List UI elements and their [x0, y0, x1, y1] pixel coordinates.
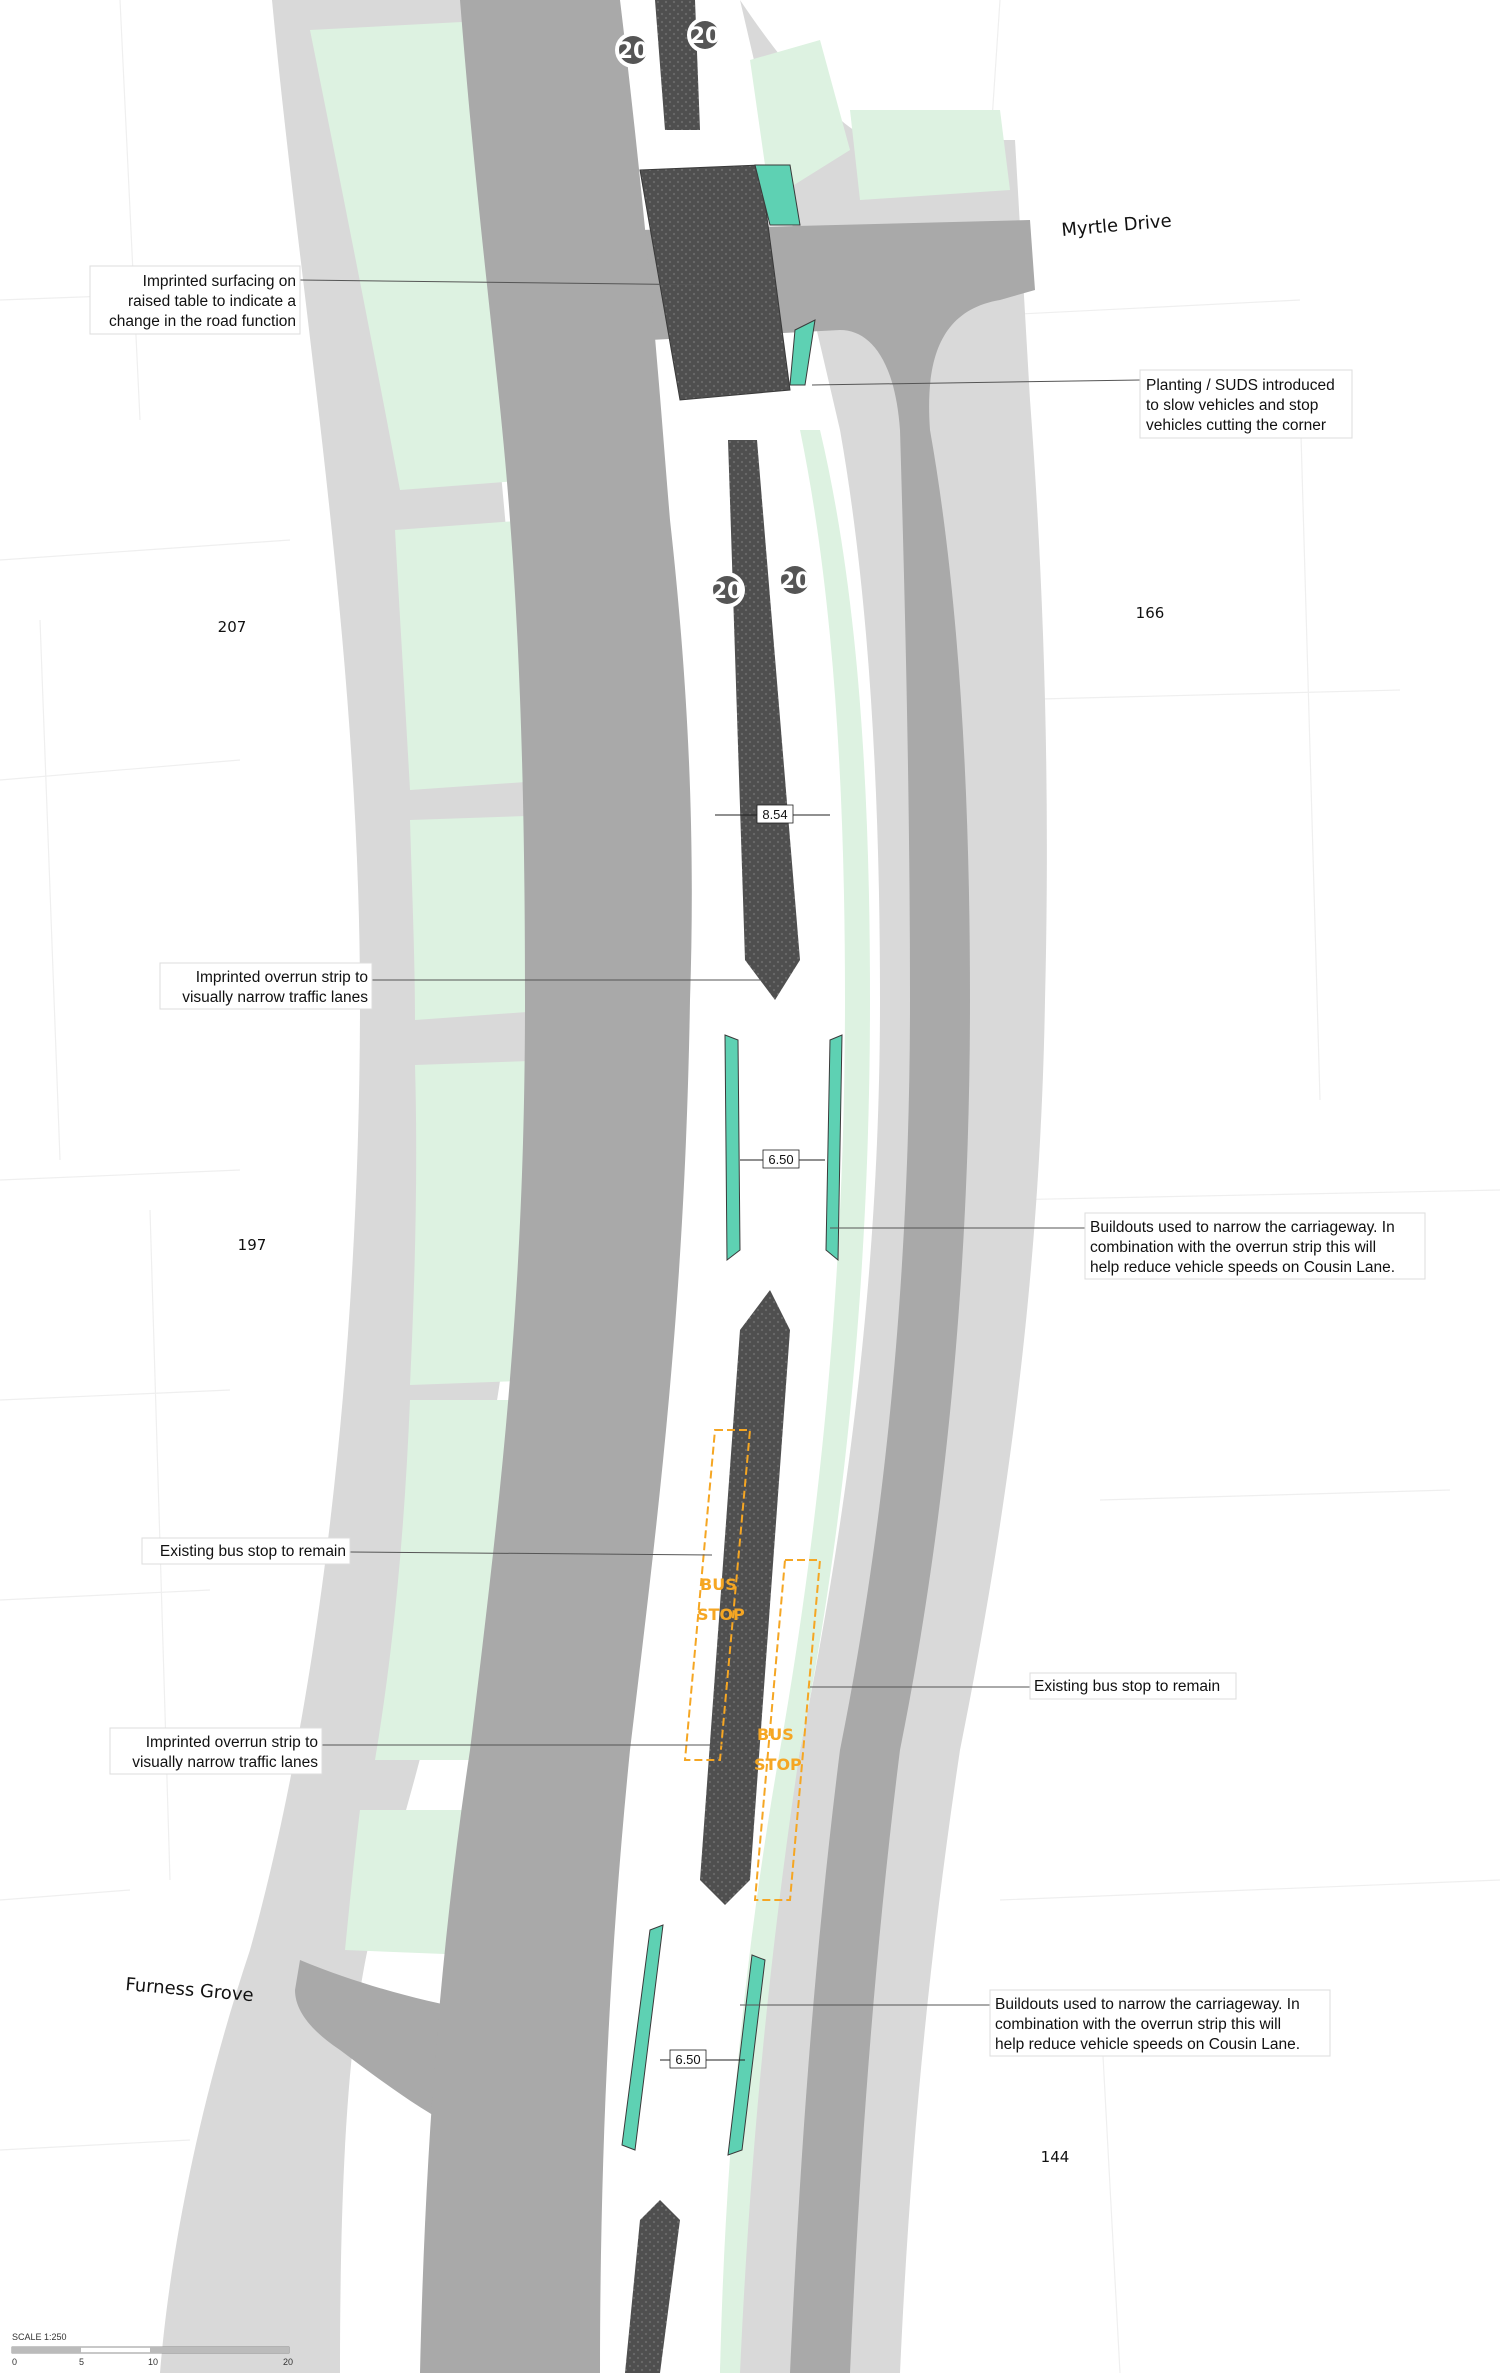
- svg-text:20: 20: [618, 39, 649, 64]
- dimension-label-2: 6.50: [740, 1149, 825, 1169]
- buildout-1-west: [724, 1034, 741, 1262]
- svg-text:20: 20: [712, 579, 743, 604]
- east-carriageway: [790, 430, 970, 2373]
- scale-bar: SCALE 1:250 0 5 10 20: [11, 2332, 293, 2367]
- svg-text:raised table to indicate a: raised table to indicate a: [128, 293, 296, 310]
- svg-text:0: 0: [12, 2357, 17, 2367]
- svg-text:5: 5: [79, 2357, 84, 2367]
- overrun-strip-3: [625, 2200, 680, 2373]
- svg-text:combination with the overrun s: combination with the overrun strip this …: [1090, 1239, 1376, 1256]
- speed-roundel-2: 20: [687, 17, 723, 53]
- buildout-2-west: [621, 1924, 664, 2151]
- svg-text:Planting / SUDS introduced: Planting / SUDS introduced: [1146, 377, 1335, 394]
- svg-text:20: 20: [283, 2357, 293, 2367]
- svg-text:Imprinted surfacing on: Imprinted surfacing on: [143, 273, 296, 290]
- svg-text:Imprinted overrun strip to: Imprinted overrun strip to: [196, 969, 368, 986]
- svg-text:20: 20: [690, 24, 721, 49]
- speed-roundel-4: 20: [777, 562, 813, 598]
- property-number-197: 197: [238, 1236, 267, 1254]
- svg-text:Existing bus stop to remain: Existing bus stop to remain: [1034, 1678, 1220, 1695]
- dimension-label-3: 6.50: [660, 2049, 745, 2069]
- bus-marking-2: STOP: [697, 1605, 745, 1624]
- property-number-144: 144: [1041, 2148, 1070, 2166]
- speed-roundel-1: 20: [615, 32, 651, 68]
- svg-text:6.50: 6.50: [768, 1152, 793, 1167]
- svg-text:vehicles cutting the corner: vehicles cutting the corner: [1146, 417, 1326, 434]
- speed-roundel-3: 20: [709, 572, 745, 608]
- svg-text:change in the road function: change in the road function: [109, 313, 296, 330]
- svg-text:Imprinted overrun strip to: Imprinted overrun strip to: [146, 1734, 318, 1751]
- bus-marking-4: STOP: [754, 1755, 802, 1774]
- road-name-myrtle-drive: Myrtle Drive: [1061, 210, 1173, 241]
- planting-suds-1: [754, 164, 801, 226]
- svg-text:8.54: 8.54: [762, 807, 787, 822]
- property-number-207: 207: [218, 618, 247, 636]
- annotation-leaders: [299, 279, 1141, 2006]
- svg-text:help reduce vehicle speeds on: help reduce vehicle speeds on Cousin Lan…: [1090, 1259, 1395, 1276]
- svg-text:help reduce vehicle speeds on: help reduce vehicle speeds on Cousin Lan…: [995, 2036, 1300, 2053]
- east-verge-top: [750, 40, 850, 200]
- annotation-overrun-strip-2: Imprinted overrun strip to visually narr…: [109, 1727, 323, 1775]
- bus-marking-1: BUS: [700, 1575, 737, 1594]
- buildout-1-east: [825, 1034, 843, 1262]
- east-verge: [720, 430, 870, 2373]
- annotation-bus-stop-right: Existing bus stop to remain: [1029, 1672, 1237, 1700]
- svg-text:to slow vehicles and stop: to slow vehicles and stop: [1146, 397, 1318, 414]
- annotation-buildouts-1: Buildouts used to narrow the carriageway…: [1084, 1212, 1426, 1280]
- bus-stop-box-west: [683, 1429, 752, 1761]
- dimension-label-1: 8.54: [715, 804, 830, 824]
- annotation-bus-stop-left: Existing bus stop to remain: [141, 1537, 351, 1565]
- annotation-buildouts-2: Buildouts used to narrow the carriageway…: [989, 1989, 1331, 2057]
- overrun-strip-1: [728, 440, 800, 1000]
- furness-grove-road: [295, 1960, 470, 2130]
- east-verge-top-2: [850, 110, 1010, 200]
- property-number-166: 166: [1136, 604, 1165, 622]
- annotation-overrun-strip-1: Imprinted overrun strip to visually narr…: [159, 962, 373, 1010]
- svg-text:visually narrow traffic lanes: visually narrow traffic lanes: [132, 1754, 318, 1771]
- overrun-strip-top: [655, 0, 700, 130]
- svg-text:Buildouts used to narrow the c: Buildouts used to narrow the carriageway…: [1090, 1219, 1395, 1236]
- planting-suds-2: [789, 319, 816, 386]
- bus-stop-box-east: [753, 1559, 822, 1901]
- overrun-strip-2: [700, 1290, 790, 1905]
- svg-text:visually narrow traffic lanes: visually narrow traffic lanes: [182, 989, 368, 1006]
- raised-table: [639, 164, 791, 401]
- annotation-planting-suds: Planting / SUDS introduced to slow vehic…: [1139, 369, 1353, 439]
- svg-text:SCALE 1:250: SCALE 1:250: [12, 2332, 67, 2342]
- svg-text:10: 10: [148, 2357, 158, 2367]
- svg-text:combination with the overrun s: combination with the overrun strip this …: [995, 2016, 1281, 2033]
- svg-text:6.50: 6.50: [675, 2052, 700, 2067]
- svg-text:Buildouts used to narrow the c: Buildouts used to narrow the carriageway…: [995, 1996, 1300, 2013]
- west-garden-3: [410, 815, 559, 1020]
- road-name-furness-grove: Furness Grove: [125, 1974, 255, 2006]
- svg-text:Existing bus stop to remain: Existing bus stop to remain: [160, 1543, 346, 1560]
- annotation-raised-table: Imprinted surfacing on raised table to i…: [89, 265, 301, 335]
- east-pavement: [720, 0, 1047, 2373]
- svg-text:20: 20: [780, 569, 811, 594]
- bus-marking-3: BUS: [757, 1725, 794, 1744]
- main-carriageway: [420, 0, 692, 2373]
